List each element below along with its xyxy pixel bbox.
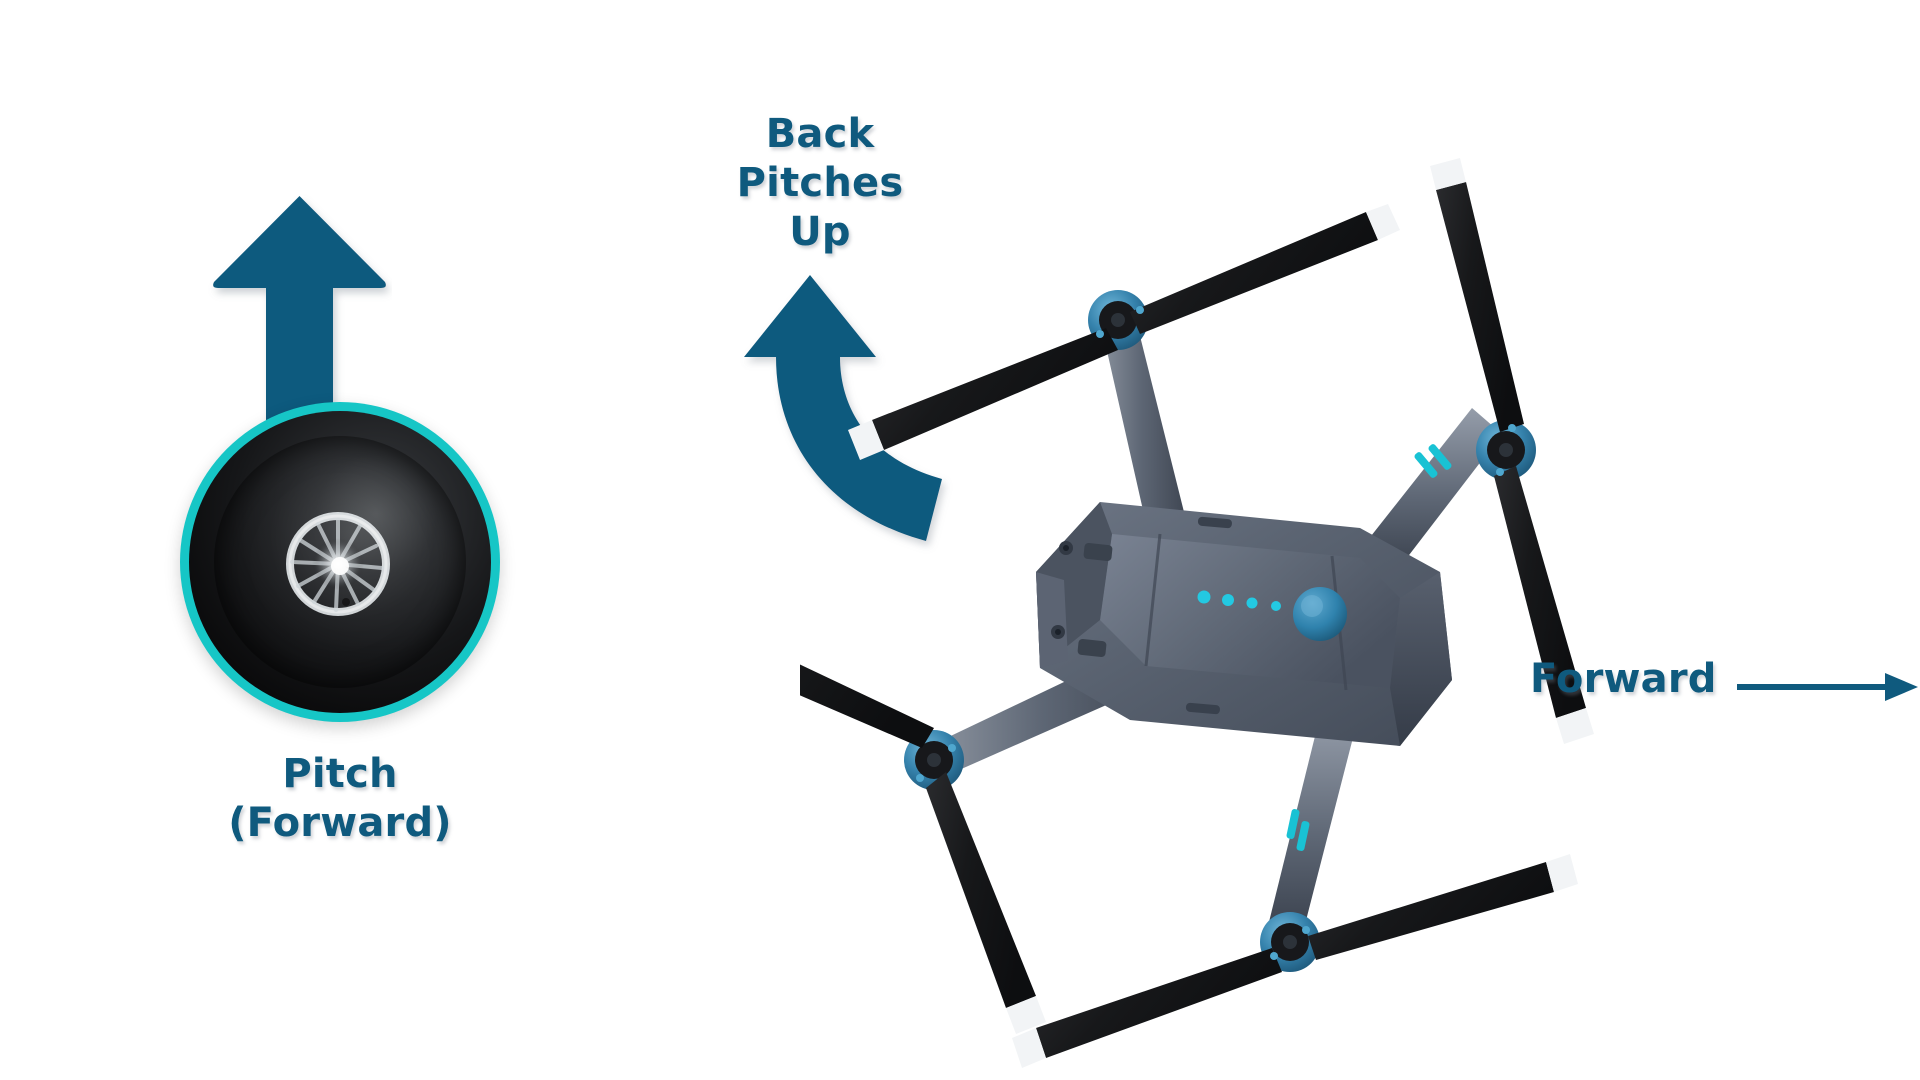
drone-body xyxy=(1036,502,1452,746)
quadcopter-drone-illustration xyxy=(800,158,1594,1068)
drone-arm-rear-right xyxy=(1268,716,1356,936)
pitch-up-arrow-icon xyxy=(213,196,386,486)
pitch-stick-group: Pitch (Forward) xyxy=(150,190,530,890)
pitch-stick-label: Pitch (Forward) xyxy=(228,751,452,846)
drone-rotor-rear-right xyxy=(1012,854,1578,1068)
drone-arm-front-right xyxy=(1360,408,1502,572)
drone-rotor-rear-left xyxy=(800,664,1046,1034)
back-pitches-up-curved-arrow-icon xyxy=(744,275,942,541)
drone-nose-sensors xyxy=(1051,541,1113,658)
forward-direction-group: Forward xyxy=(1530,655,1920,745)
forward-arrow-icon xyxy=(1737,673,1918,701)
pitch-joystick-knob[interactable] xyxy=(180,402,500,722)
drone-rotor-front-left xyxy=(848,204,1400,460)
drone-power-button xyxy=(1293,587,1347,641)
joystick-center-texture xyxy=(286,512,390,616)
drone-led-indicator-dots xyxy=(1197,590,1281,611)
back-pitches-up-callout-group: Back Pitches Up xyxy=(690,110,1010,590)
back-pitches-up-label: Back Pitches Up xyxy=(736,111,904,255)
drone-rotor-front-right xyxy=(1430,158,1594,744)
forward-label: Forward xyxy=(1530,656,1717,702)
